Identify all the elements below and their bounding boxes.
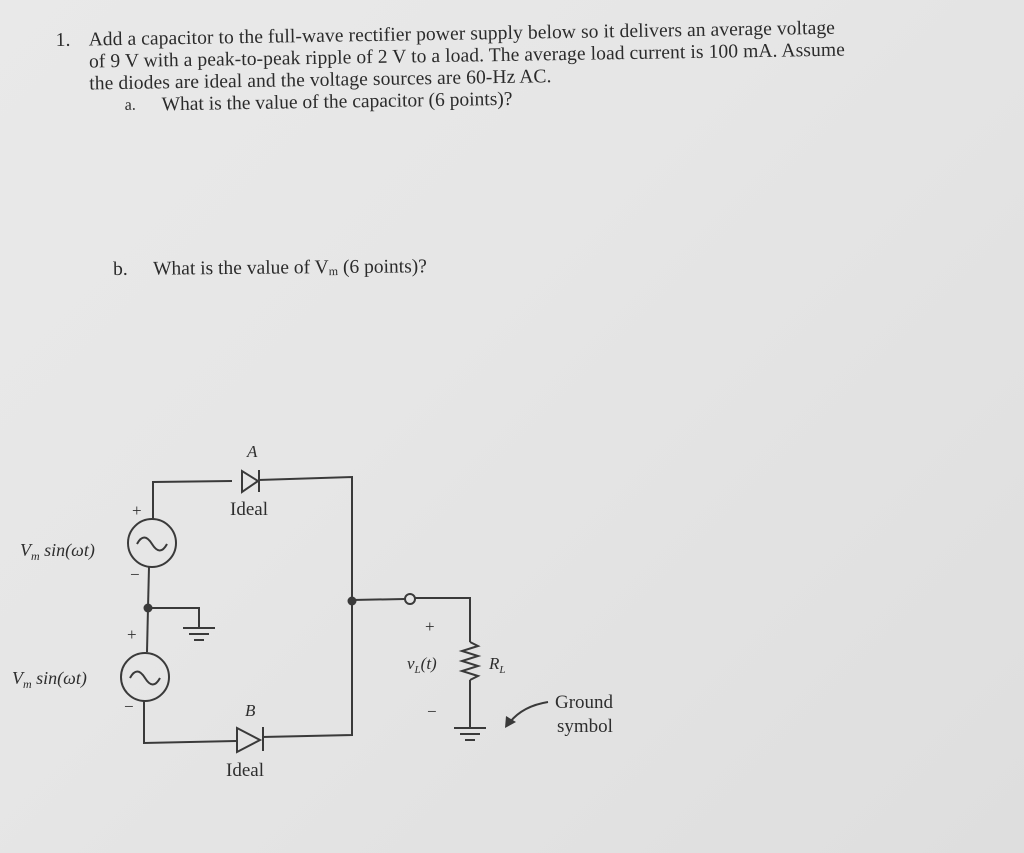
sine-icon-bottom <box>129 670 161 686</box>
ground-annotation-line-1: Ground <box>555 692 614 713</box>
junction-dot-center <box>143 603 153 613</box>
source-bottom-plus: + <box>127 625 137 644</box>
wire-bottom-left <box>143 701 237 745</box>
ac-source-top <box>127 518 177 568</box>
diode-a-type: Ideal <box>230 499 268 520</box>
wire-ground-left <box>148 607 200 627</box>
ground-annotation-arrow <box>509 701 549 723</box>
source-top-plus: + <box>132 501 142 520</box>
source-top-label: Vm sin(ωt) <box>20 540 95 563</box>
load-plus: + <box>425 617 435 636</box>
source-bottom-label: Vm sin(ωt) <box>12 668 87 691</box>
arrowhead-icon <box>505 716 516 728</box>
resistor-label: RL <box>488 654 506 676</box>
resistor-rl <box>458 641 482 681</box>
wire-right-bus <box>257 475 353 738</box>
source-top-minus: − <box>130 565 140 584</box>
load-minus: − <box>427 702 437 721</box>
wire-top-left <box>152 480 233 519</box>
output-terminal <box>404 593 416 605</box>
diode-a-label: A <box>246 442 258 461</box>
wire-load-top <box>415 597 471 642</box>
diode-b-type: Ideal <box>226 760 264 781</box>
sine-icon-top <box>136 536 168 552</box>
load-voltage-label: vL(t) <box>407 654 437 676</box>
diode-a-icon <box>241 469 260 494</box>
diode-b-label: B <box>245 701 256 720</box>
source-bottom-minus: − <box>124 697 134 716</box>
junction-dot-output <box>347 596 357 606</box>
ground-annotation-line-2: symbol <box>557 716 613 737</box>
diode-b-icon <box>236 726 264 754</box>
